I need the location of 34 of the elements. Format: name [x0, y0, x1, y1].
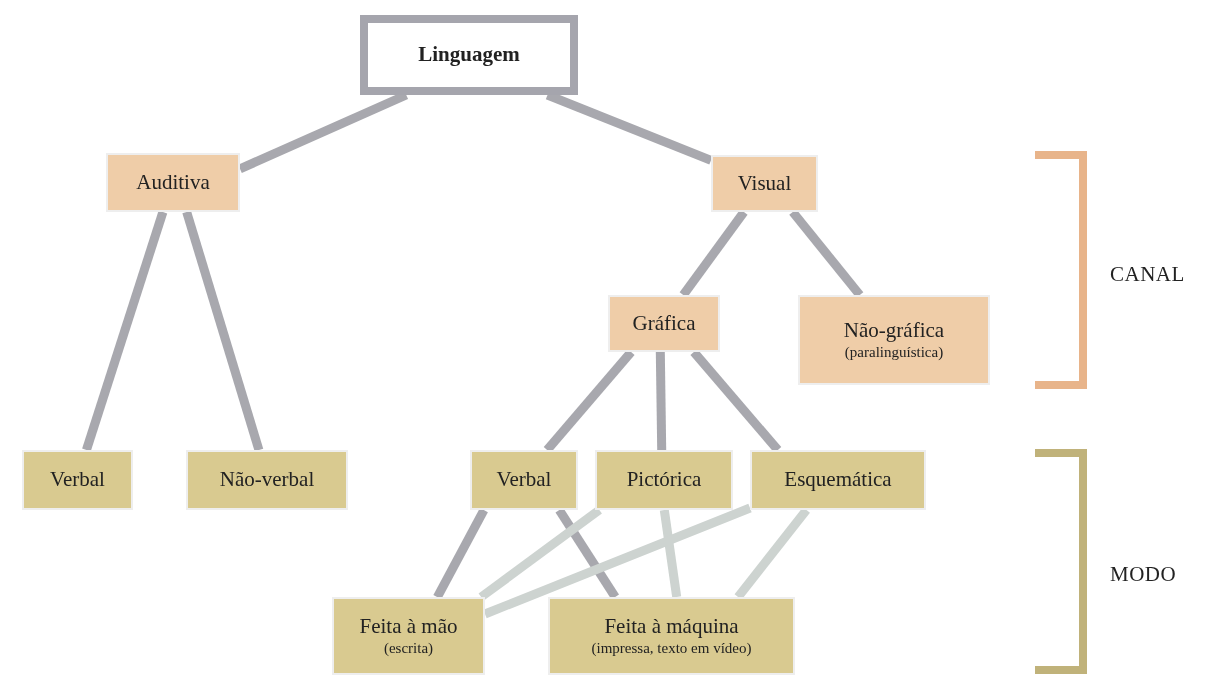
node-sublabel: (paralinguística) — [844, 342, 944, 362]
connector-line — [82, 210, 168, 452]
category-box — [798, 295, 990, 385]
node-label: Pictórica — [626, 467, 702, 493]
node-label: Visual — [737, 170, 792, 197]
category-box — [470, 450, 578, 510]
node-sublabel: (escrita) — [383, 638, 434, 658]
connector-line — [182, 210, 264, 452]
connector-line — [478, 506, 602, 601]
node-label: Auditiva — [136, 169, 210, 196]
node-label: Feita à máquina — [604, 613, 739, 639]
node-label: Não-verbal — [219, 467, 315, 493]
category-box — [750, 450, 926, 510]
bracket-label: CANAL — [1110, 262, 1185, 287]
node-label: Gráfica — [632, 310, 696, 337]
category-box — [332, 597, 485, 675]
bracket-label: MODO — [1110, 562, 1177, 587]
node-label: Feita à mão — [359, 613, 458, 639]
root-box — [360, 15, 578, 95]
category-box — [608, 295, 720, 352]
category-box — [595, 450, 733, 510]
node-label: Linguagem — [418, 42, 520, 68]
node-label: Verbal — [496, 467, 552, 493]
category-box — [186, 450, 348, 510]
category-box — [22, 450, 133, 510]
connector-line — [659, 509, 682, 598]
category-box — [548, 597, 795, 675]
category-box — [711, 155, 818, 212]
node-label: Verbal — [50, 467, 105, 493]
node-sublabel: (impressa, texto em vídeo) — [591, 638, 752, 658]
connector-line — [655, 351, 667, 451]
node-label: Não-gráfica — [843, 317, 945, 343]
category-box — [106, 153, 240, 212]
node-label: Esquemática — [784, 467, 892, 493]
